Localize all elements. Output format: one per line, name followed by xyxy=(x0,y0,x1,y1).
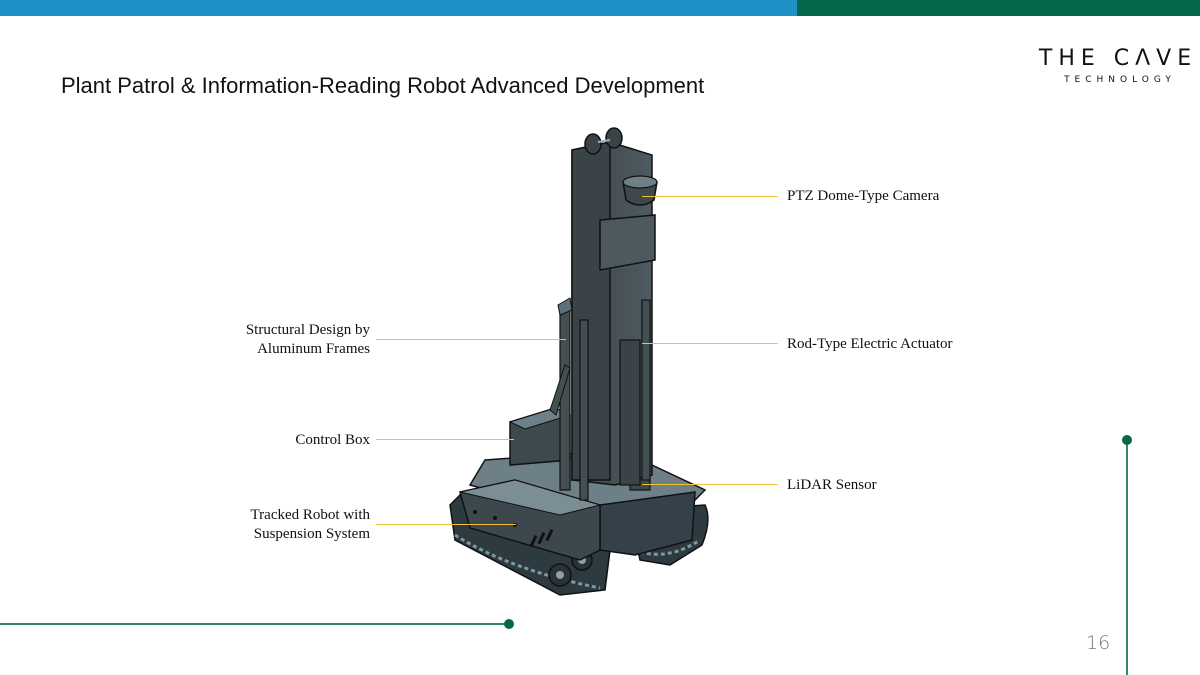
callout-tracked-robot: Tracked Robot with Suspension System xyxy=(200,506,370,544)
leader-line-actuator xyxy=(642,343,778,344)
bottom-accent-dot xyxy=(504,619,514,629)
callout-line: LiDAR Sensor xyxy=(787,477,877,493)
right-accent-line xyxy=(1126,440,1128,675)
logo-sub-text: TECHNOLOGY xyxy=(1064,75,1176,85)
leader-line-aluminum-frames xyxy=(376,339,566,340)
leader-line-ptz-camera xyxy=(642,196,778,197)
ptz-camera xyxy=(622,175,658,206)
callout-line: PTZ Dome-Type Camera xyxy=(787,188,940,204)
callout-ptz-camera: PTZ Dome-Type Camera xyxy=(787,187,939,206)
leader-line-tracked-robot xyxy=(376,524,516,525)
callout-line: Tracked Robot with xyxy=(250,507,370,523)
callout-aluminum-frames: Structural Design by Aluminum Frames xyxy=(200,321,370,359)
callout-line: Suspension System xyxy=(253,526,370,542)
right-accent-dot xyxy=(1122,435,1132,445)
slide-title: Plant Patrol & Information-Reading Robot… xyxy=(61,73,705,98)
callout-control-box: Control Box xyxy=(200,431,370,450)
mast xyxy=(549,127,656,501)
page-number: 16 xyxy=(1086,632,1111,654)
callout-line: Aluminum Frames xyxy=(257,341,370,357)
callout-lidar: LiDAR Sensor xyxy=(787,476,877,495)
bottom-accent-line xyxy=(0,623,510,625)
top-bar-green xyxy=(797,0,1200,16)
logo-main-text: THE CΛVE xyxy=(1038,46,1198,71)
top-bar-blue xyxy=(0,0,797,16)
callout-line: Rod-Type Electric Actuator xyxy=(787,336,953,352)
callout-line: Control Box xyxy=(295,432,370,448)
leader-line-lidar xyxy=(642,484,778,485)
callout-line: Structural Design by xyxy=(245,322,370,338)
leader-line-control-box xyxy=(376,439,514,440)
robot-illustration-icon xyxy=(449,127,709,596)
company-logo: THE CΛVE TECHNOLOGY xyxy=(1038,46,1198,86)
callout-actuator: Rod-Type Electric Actuator xyxy=(787,335,953,354)
